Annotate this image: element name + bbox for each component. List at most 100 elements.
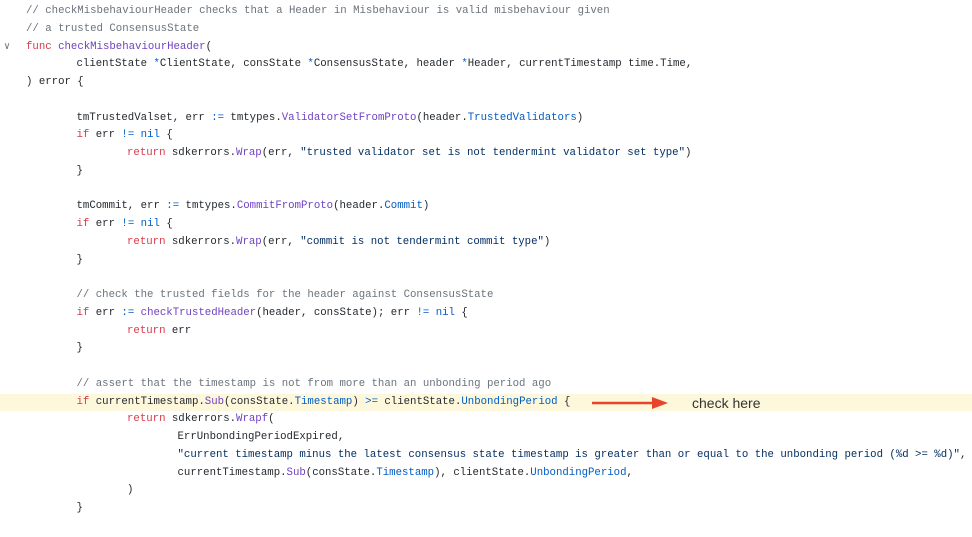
- code-line[interactable]: if err := checkTrustedHeader(header, con…: [0, 305, 972, 323]
- code-line[interactable]: "current timestamp minus the latest cons…: [0, 447, 972, 465]
- operator: :=: [121, 306, 135, 319]
- code-line-text: if currentTimestamp.Sub(consState.Timest…: [77, 394, 571, 412]
- code-line-text: // a trusted ConsensusState: [26, 21, 199, 39]
- code-text: }: [76, 164, 83, 177]
- code-text: {: [159, 129, 173, 142]
- code-line-text: }: [77, 340, 83, 358]
- code-line[interactable]: ∨ func checkMisbehaviourHeader(: [0, 39, 972, 57]
- code-line-text: return sdkerrors.Wrap(err, "trusted vali…: [127, 145, 691, 163]
- code-text: currentTimestamp.: [177, 466, 287, 479]
- function-name: Sub: [286, 466, 306, 479]
- code-text: tmTrustedValset, err: [76, 111, 212, 124]
- code-text: tmtypes.: [179, 200, 237, 213]
- code-text: err: [165, 324, 192, 337]
- code-text: (err,: [261, 235, 301, 248]
- code-line-text: // checkMisbehaviourHeader checks that a…: [26, 3, 610, 21]
- code-text: ), clientState.: [434, 466, 531, 479]
- code-line[interactable]: if err != nil {: [0, 127, 972, 145]
- keyword: return: [127, 324, 166, 337]
- code-text: ): [127, 484, 134, 497]
- operator: *: [307, 58, 314, 71]
- code-line[interactable]: [0, 358, 972, 376]
- code-line[interactable]: // assert that the timestamp is not from…: [0, 376, 972, 394]
- code-text: ,: [959, 448, 967, 461]
- code-line-text: tmCommit, err := tmtypes.CommitFromProto…: [77, 198, 430, 216]
- code-line[interactable]: }: [0, 340, 972, 358]
- operator: :=: [211, 111, 225, 124]
- code-text: ): [543, 235, 551, 248]
- comment: // check the trusted fields for the head…: [76, 289, 494, 301]
- code-line[interactable]: clientState *ClientState, consState *Con…: [0, 56, 972, 74]
- function-name: CommitFromProto: [236, 200, 334, 213]
- code-line[interactable]: ErrUnbondingPeriodExpired,: [0, 429, 972, 447]
- code-line-text: tmTrustedValset, err := tmtypes.Validato…: [77, 110, 584, 128]
- code-line[interactable]: tmCommit, err := tmtypes.CommitFromProto…: [0, 198, 972, 216]
- annotation-label: check here: [692, 395, 761, 411]
- function-name: Wrap: [236, 235, 262, 248]
- code-line[interactable]: ): [0, 482, 972, 500]
- code-line-text: ): [127, 482, 133, 500]
- function-name: checkMisbehaviourHeader: [58, 40, 206, 53]
- keyword: return: [127, 147, 166, 159]
- code-line-text: if err != nil {: [77, 127, 173, 145]
- code-line[interactable]: return err: [0, 323, 972, 341]
- code-text: ,: [626, 466, 633, 479]
- highlighted-code-line[interactable]: if currentTimestamp.Sub(consState.Timest…: [0, 393, 972, 412]
- code-line[interactable]: // checkMisbehaviourHeader checks that a…: [0, 3, 972, 21]
- keyword: func: [26, 40, 59, 53]
- code-line[interactable]: return sdkerrors.Wrapf(: [0, 411, 972, 429]
- code-text: sdkerrors.: [165, 413, 237, 426]
- code-line-text: }: [77, 163, 83, 181]
- code-text: {: [159, 218, 173, 230]
- field: nil: [140, 129, 160, 142]
- code-line[interactable]: currentTimestamp.Sub(consState.Timestamp…: [0, 465, 972, 483]
- code-text: ): [685, 147, 692, 159]
- code-text: }: [76, 253, 83, 266]
- code-line[interactable]: return sdkerrors.Wrap(err, "trusted vali…: [0, 145, 972, 163]
- code-text: {: [454, 306, 468, 319]
- code-text: err: [89, 306, 122, 319]
- keyword: if: [76, 129, 90, 142]
- operator: >=: [365, 395, 378, 408]
- code-line[interactable]: [0, 92, 972, 110]
- code-text: err: [89, 129, 122, 142]
- operator: :=: [166, 200, 180, 213]
- code-text: clientState.: [377, 395, 462, 408]
- arrow-icon: [592, 397, 668, 409]
- code-text: tmtypes.: [224, 111, 282, 124]
- code-line[interactable]: return sdkerrors.Wrap(err, "commit is no…: [0, 234, 972, 252]
- code-line[interactable]: [0, 181, 972, 199]
- code-text: currentTimestamp.: [89, 395, 205, 408]
- field: Commit: [384, 200, 423, 213]
- code-line-text: // check the trusted fields for the head…: [77, 287, 494, 305]
- code-line[interactable]: }: [0, 163, 972, 181]
- code-text: tmCommit, err: [76, 200, 167, 213]
- code-line[interactable]: ) error {: [0, 74, 972, 92]
- string-literal: "commit is not tendermint commit type": [300, 235, 544, 248]
- code-editor[interactable]: // checkMisbehaviourHeader checks that a…: [0, 3, 972, 518]
- code-text: ClientState, consState: [159, 58, 308, 71]
- code-text: (consState.: [224, 395, 295, 408]
- keyword: return: [127, 413, 166, 426]
- operator: *: [153, 58, 160, 71]
- code-line-text: func checkMisbehaviourHeader(: [26, 39, 212, 57]
- code-line[interactable]: // a trusted ConsensusState: [0, 21, 972, 39]
- code-line-text: if err := checkTrustedHeader(header, con…: [77, 305, 468, 323]
- code-line[interactable]: [0, 269, 972, 287]
- code-text: (: [205, 40, 213, 53]
- field: nil: [435, 306, 455, 319]
- code-text: ): [352, 395, 366, 408]
- code-line[interactable]: tmTrustedValset, err := tmtypes.Validato…: [0, 110, 972, 128]
- code-text: ErrUnbondingPeriodExpired,: [177, 431, 345, 443]
- code-text: {: [557, 395, 571, 408]
- chevron-down-icon[interactable]: ∨: [4, 41, 11, 53]
- code-line[interactable]: }: [0, 252, 972, 270]
- code-line[interactable]: // check the trusted fields for the head…: [0, 287, 972, 305]
- code-text: sdkerrors.: [165, 235, 237, 248]
- function-name: Wrap: [236, 147, 262, 159]
- string-literal: "current timestamp minus the latest cons…: [177, 448, 960, 461]
- code-line[interactable]: if err != nil {: [0, 216, 972, 234]
- code-line-text: }: [77, 252, 83, 270]
- keyword: return: [127, 235, 166, 248]
- code-line[interactable]: }: [0, 500, 972, 518]
